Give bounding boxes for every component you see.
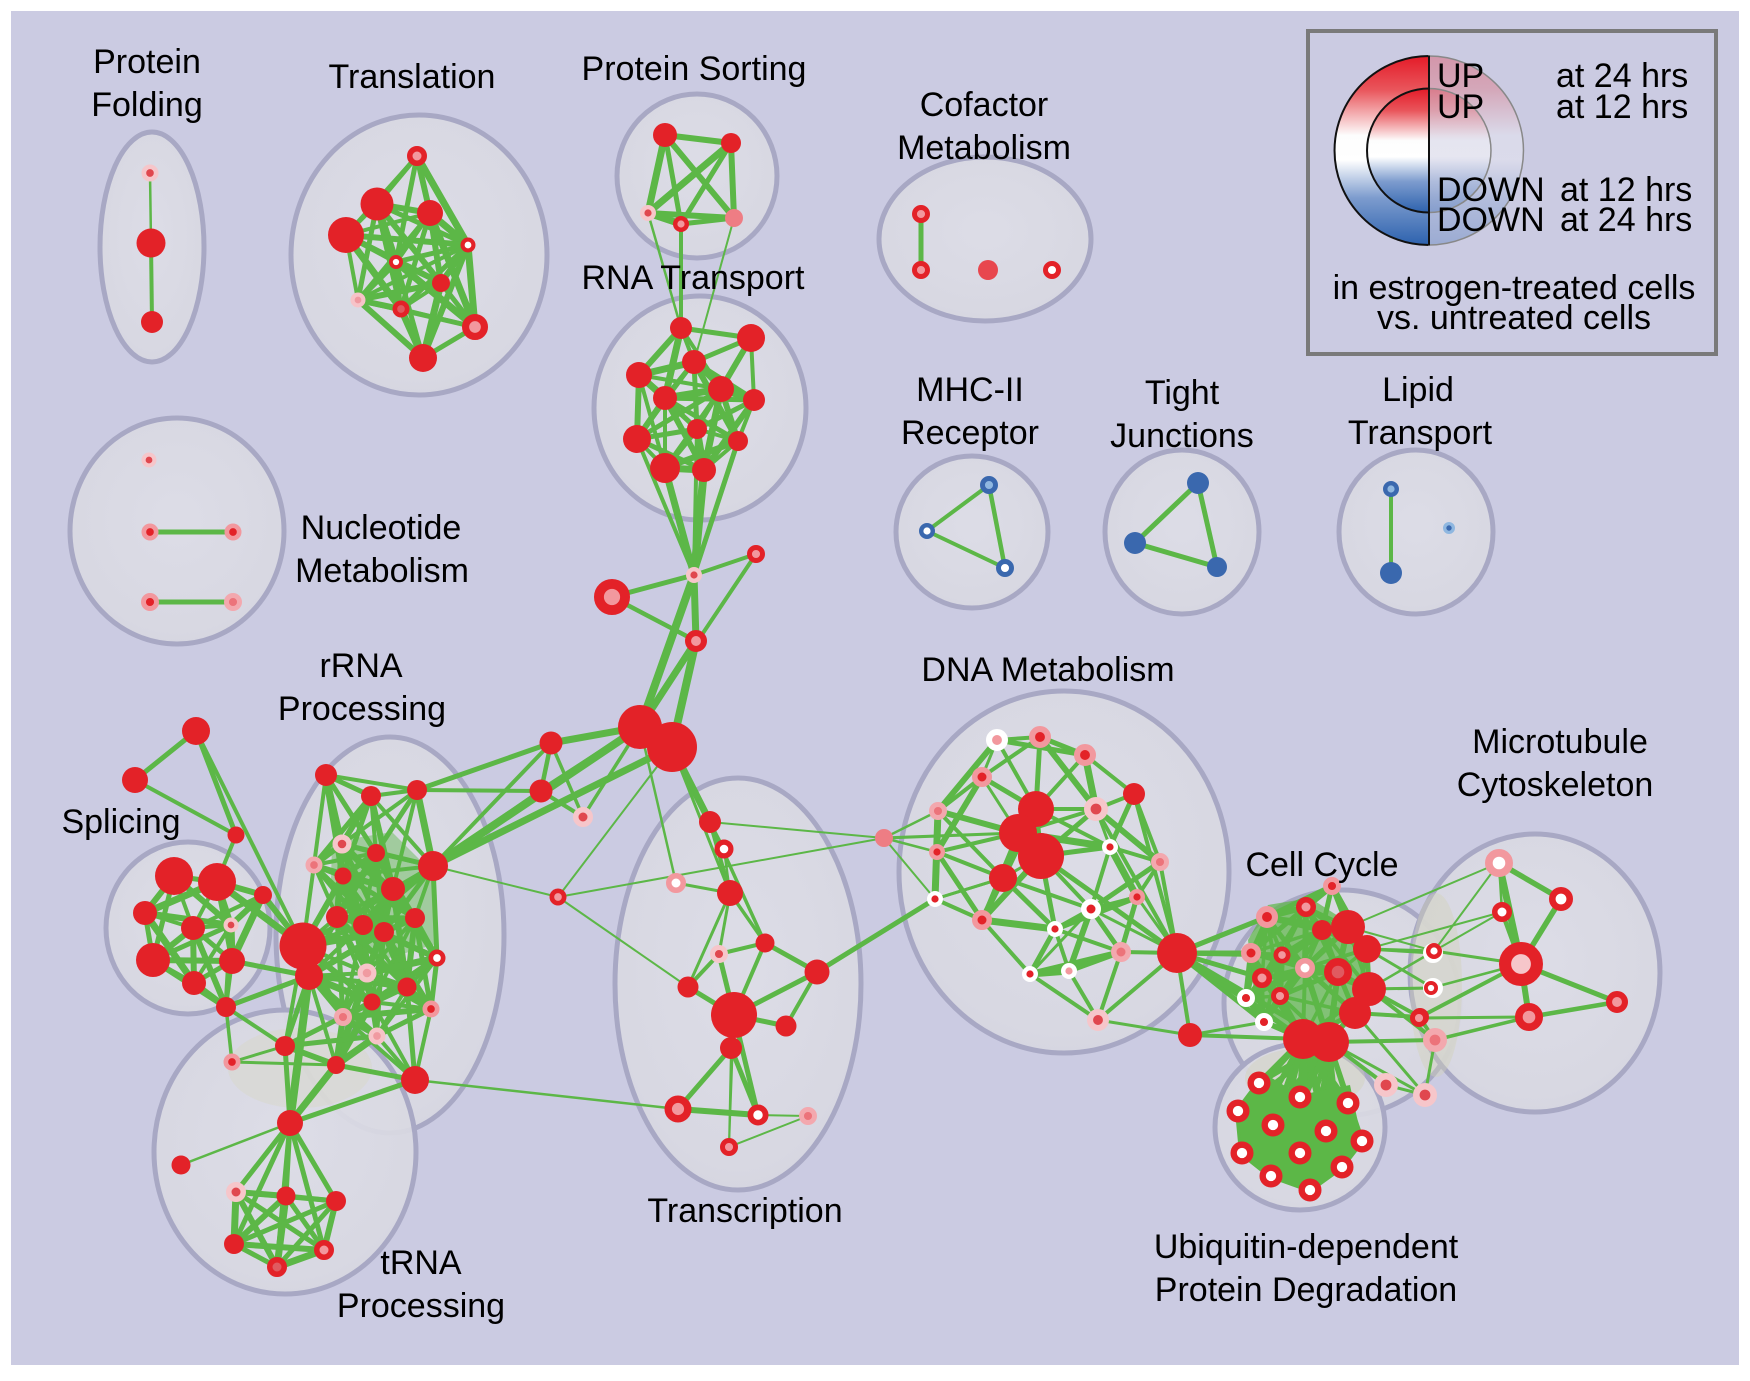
- svg-text:Receptor: Receptor: [901, 414, 1039, 452]
- svg-text:Splicing: Splicing: [61, 803, 180, 841]
- svg-text:rRNA: rRNA: [319, 647, 402, 685]
- svg-text:DNA Metabolism: DNA Metabolism: [921, 651, 1174, 689]
- svg-text:Protein Sorting: Protein Sorting: [582, 50, 807, 88]
- svg-text:at 24 hrs: at 24 hrs: [1556, 57, 1688, 95]
- svg-text:Tight: Tight: [1145, 374, 1220, 412]
- svg-text:Protein Degradation: Protein Degradation: [1155, 1271, 1457, 1309]
- svg-text:Cofactor: Cofactor: [920, 86, 1049, 124]
- svg-text:Metabolism: Metabolism: [897, 129, 1071, 167]
- svg-text:Processing: Processing: [278, 690, 446, 728]
- svg-text:tRNA: tRNA: [380, 1244, 462, 1282]
- svg-text:Cell Cycle: Cell Cycle: [1245, 846, 1398, 884]
- svg-text:Lipid: Lipid: [1382, 371, 1454, 409]
- svg-text:UP: UP: [1437, 57, 1484, 95]
- svg-text:at 12 hrs: at 12 hrs: [1556, 88, 1688, 126]
- svg-text:Transport: Transport: [1348, 414, 1493, 452]
- svg-text:Transcription: Transcription: [647, 1192, 842, 1230]
- svg-text:Nucleotide: Nucleotide: [301, 509, 462, 547]
- svg-text:Protein: Protein: [93, 43, 201, 81]
- svg-text:Microtubule: Microtubule: [1472, 723, 1648, 761]
- svg-text:vs. untreated cells: vs. untreated cells: [1377, 299, 1651, 337]
- svg-text:Processing: Processing: [337, 1287, 505, 1325]
- svg-text:UP: UP: [1437, 88, 1484, 126]
- svg-text:RNA Transport: RNA Transport: [582, 259, 806, 297]
- svg-text:DOWN: DOWN: [1437, 171, 1545, 209]
- svg-text:Junctions: Junctions: [1110, 417, 1254, 455]
- svg-text:at 24 hrs: at 24 hrs: [1560, 201, 1692, 239]
- svg-text:MHC-II: MHC-II: [916, 371, 1024, 409]
- svg-text:Ubiquitin-dependent: Ubiquitin-dependent: [1154, 1228, 1459, 1266]
- svg-text:in estrogen-treated cells: in estrogen-treated cells: [1333, 269, 1696, 307]
- svg-text:at 12 hrs: at 12 hrs: [1560, 171, 1692, 209]
- svg-text:Translation: Translation: [329, 58, 496, 96]
- svg-text:Folding: Folding: [91, 86, 203, 124]
- svg-text:DOWN: DOWN: [1437, 201, 1545, 239]
- svg-text:Cytoskeleton: Cytoskeleton: [1457, 766, 1654, 804]
- svg-text:Metabolism: Metabolism: [295, 552, 469, 590]
